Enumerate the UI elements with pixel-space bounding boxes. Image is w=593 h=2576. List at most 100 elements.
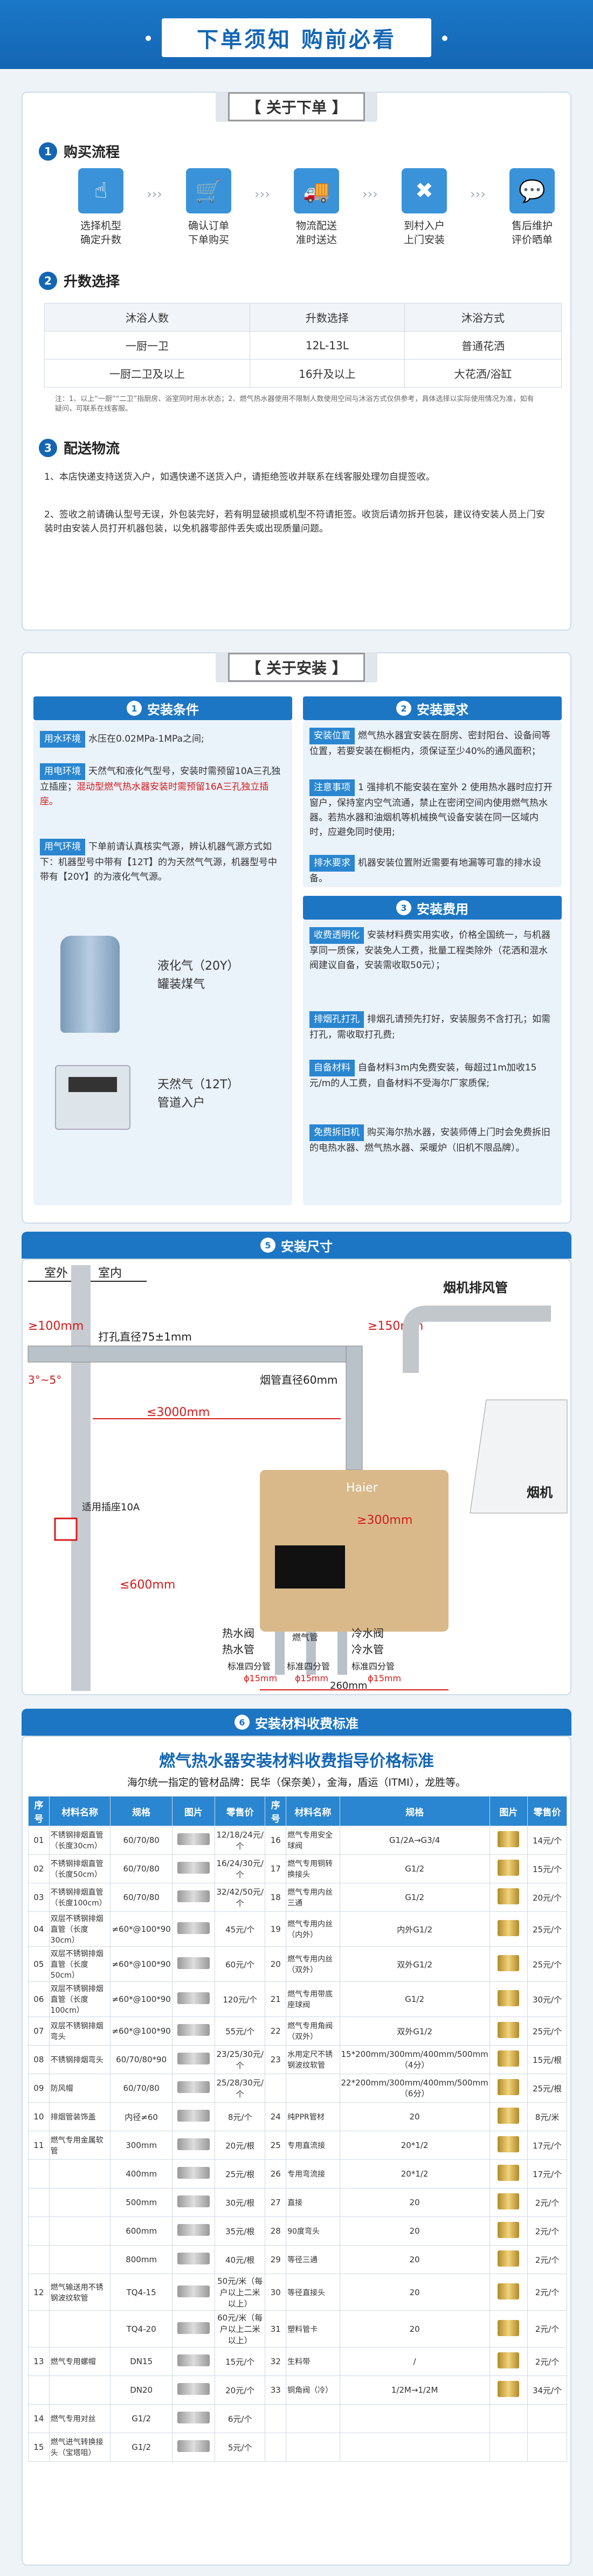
step-delivery: 🚚 物流配送准时送达 <box>281 168 351 247</box>
material-cell: 纯PPR管材 <box>286 2102 340 2131</box>
material-cell <box>49 2245 111 2274</box>
material-cell: 25元/根 <box>527 2074 567 2103</box>
material-no: 32 <box>265 2347 287 2376</box>
material-cell: 等径直接头 <box>286 2274 340 2311</box>
material-cell: G1/2 <box>339 1854 490 1883</box>
material-cell: 燃气专用铜转换接头 <box>286 1854 340 1883</box>
material-thumbnail <box>498 2193 520 2209</box>
material-thumbnail <box>498 2222 520 2238</box>
phi-right-label: ϕ15mm <box>368 1673 401 1683</box>
position-row: 安装位置燃气热水器宜安装在厨房、密封阳台、设备间等位置，若要安装在橱柜内，须保证… <box>309 728 555 759</box>
material-thumbnail <box>498 1831 520 1847</box>
d3000-label: ≤3000mm <box>147 1406 210 1419</box>
material-cell: 燃气专用内丝三通 <box>286 1883 340 1912</box>
material-cell: ≠60*@100*90 <box>110 1946 173 1982</box>
material-no: 09 <box>28 2074 50 2103</box>
hand-pointer-icon: ☝ <box>78 168 123 213</box>
material-cell: 直接 <box>286 2188 340 2217</box>
material-cell: 排烟管装饰盖 <box>49 2102 111 2131</box>
arrow-icon: ››› <box>254 187 270 202</box>
material-cell: 55元/个 <box>214 2016 266 2046</box>
lpg-cylinder-icon <box>60 936 120 1033</box>
std-left-label: 标准四分管 <box>227 1661 271 1672</box>
material-thumbnail <box>498 2250 520 2267</box>
brand-label: Haier <box>346 1481 378 1495</box>
self-row: 自备材料自备材料3m内免费安装，每超过1m加收15元/m的人工费，自备材料不受海… <box>309 1060 555 1091</box>
material-thumbnail <box>177 2024 210 2036</box>
material-no: 03 <box>28 1883 50 1912</box>
material-cell: 40元/根 <box>214 2245 266 2274</box>
banner-bar: 下单须知 购前必看 <box>162 18 431 57</box>
trans-row: 收费透明化安装材料费实用实收，价格全国统一，与机器享同一质保，安装免人工费，批量… <box>309 927 555 973</box>
flue-pipe-label: 烟机排风管 <box>443 1280 508 1295</box>
d100-label: ≥100mm <box>28 1320 84 1333</box>
material-cell: 12/18/24元/个 <box>214 1826 266 1855</box>
top-banner: 下单须知 购前必看 <box>0 0 593 69</box>
material-cell: 60元/米（每户以上二米以上） <box>214 2310 266 2347</box>
gas-pipe-label: 燃气管 <box>292 1632 318 1642</box>
material-thumbnail <box>177 2167 210 2179</box>
number-5-icon: 5 <box>260 1238 275 1253</box>
material-cell: 34元/个 <box>527 2375 567 2405</box>
material-cell: 20 <box>339 2102 490 2131</box>
material-cell: G1/2 <box>339 1981 490 2017</box>
material-thumbnail <box>177 1833 210 1845</box>
material-thumbnail <box>177 1992 210 2004</box>
order-section-tag: 【 关于下单 】 <box>216 92 377 122</box>
step-service: 💬 售后维护评价晒单 <box>497 168 567 247</box>
gas-meter-icon <box>55 1065 130 1130</box>
material-thumbnail <box>177 2412 210 2423</box>
material-cell: 14元/个 <box>527 1826 567 1855</box>
material-cell: 燃气专用内丝（双外） <box>286 1946 340 1982</box>
material-cell: 双层不锈钢排烟直管（长度50cm） <box>49 1946 111 1982</box>
material-cell: 60/70/80 <box>110 1826 173 1855</box>
material-thumbnail <box>498 1955 520 1971</box>
material-no: 04 <box>28 1911 50 1947</box>
material-cell: 双层不锈钢排烟直管（长度100cm） <box>49 1981 111 2017</box>
material-cell: G1/2 <box>110 2433 173 2462</box>
step-install: ✖ 到村入户上门安装 <box>389 168 459 247</box>
material-no: 12 <box>28 2274 50 2311</box>
material-cell: 20 <box>339 2216 490 2246</box>
material-no: 28 <box>265 2216 287 2246</box>
material-cell: 燃气进气转换接头（宝塔咀） <box>49 2433 111 2462</box>
dimensions-diagram: 室外 室内 ≥100mm 3°~5° 打孔直径75±1mm ≥150mm 烟管直… <box>22 1259 571 1695</box>
material-no: 05 <box>28 1946 50 1982</box>
material-thumbnail <box>498 2136 520 2152</box>
material-cell: 25/28/30元/个 <box>214 2074 266 2103</box>
material-thumbnail <box>177 1862 210 1874</box>
material-thumbnail <box>177 1890 210 1902</box>
material-cell: 25元/个 <box>527 2016 567 2046</box>
material-cell: 双外G1/2 <box>339 2016 490 2046</box>
material-cell: 50元/米（每户以上二米以上） <box>214 2274 266 2311</box>
material-cell: 专用弯流接 <box>286 2159 340 2188</box>
number-2-icon: 2 <box>396 701 411 716</box>
material-thumbnail <box>498 1990 520 2006</box>
material-cell: 20*1/2 <box>339 2159 490 2188</box>
material-no: 17 <box>265 1854 287 1883</box>
tools-icon: ✖ <box>402 168 447 213</box>
width-label: 260mm <box>330 1680 367 1691</box>
material-no: 10 <box>28 2102 50 2131</box>
material-cell: 23/25/30元/个 <box>214 2045 266 2074</box>
outdoor-label: 室外 <box>44 1267 68 1280</box>
material-no <box>28 2188 50 2217</box>
banner-title: 下单须知 购前必看 <box>197 27 396 52</box>
cold-pipe-label: 冷水管 <box>351 1643 384 1656</box>
material-thumbnail <box>177 2253 210 2264</box>
material-no: 33 <box>265 2375 287 2405</box>
material-cell <box>49 2216 111 2246</box>
